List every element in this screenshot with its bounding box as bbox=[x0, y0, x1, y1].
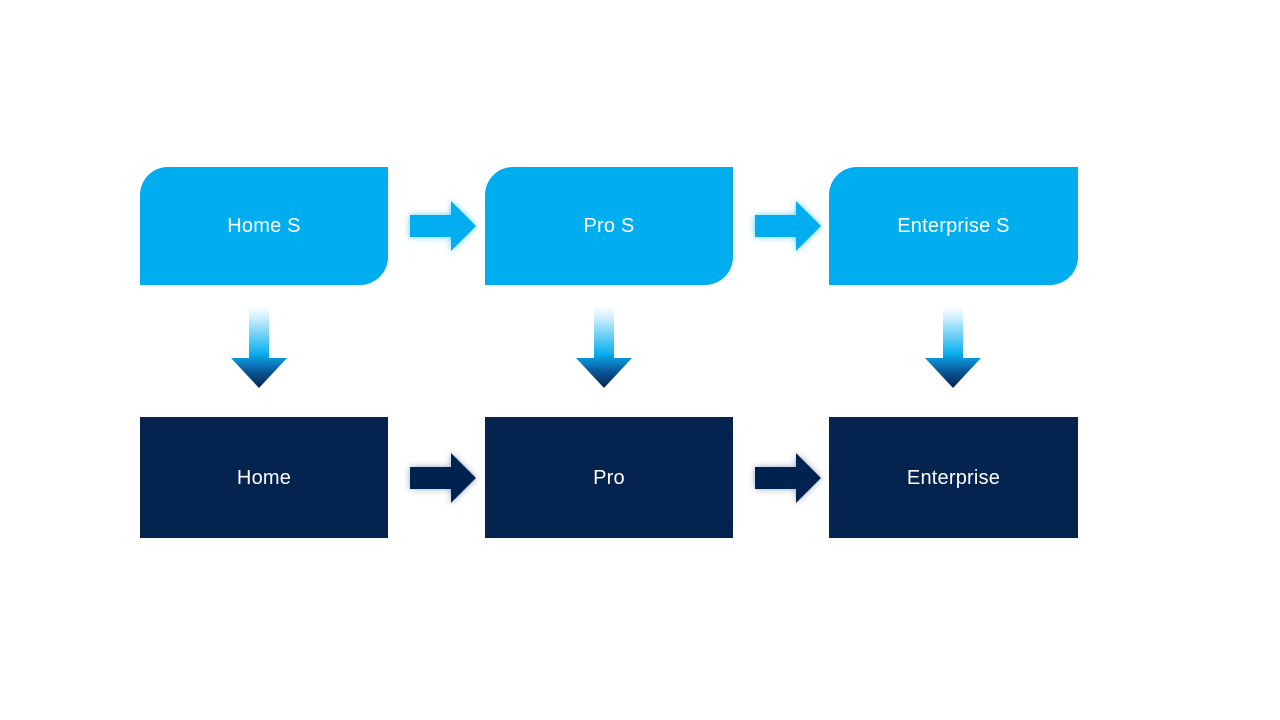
node-home-s[interactable]: Home S bbox=[140, 167, 388, 285]
node-home[interactable]: Home bbox=[140, 417, 388, 538]
arrow-down-icon-home-s-to-home bbox=[227, 306, 291, 390]
node-home-label: Home bbox=[236, 466, 292, 489]
node-pro-s[interactable]: Pro S bbox=[485, 167, 733, 285]
arrow-right-icon-home-s-to-pro-s bbox=[406, 198, 480, 254]
node-enterprise-label: Enterprise bbox=[906, 466, 1001, 489]
arrow-right-icon-home-to-pro bbox=[406, 450, 480, 506]
arrow-down-icon-pro-s-to-pro bbox=[572, 306, 636, 390]
node-home-s-label: Home S bbox=[227, 215, 301, 237]
node-pro-s-label: Pro S bbox=[583, 215, 635, 237]
node-enterprise-s-label: Enterprise S bbox=[897, 215, 1010, 237]
node-enterprise[interactable]: Enterprise bbox=[829, 417, 1078, 538]
node-pro-label: Pro bbox=[593, 466, 625, 489]
arrow-right-icon-pro-s-to-enterprise-s bbox=[751, 198, 825, 254]
arrow-right-icon-pro-to-enterprise bbox=[751, 450, 825, 506]
node-enterprise-s[interactable]: Enterprise S bbox=[829, 167, 1078, 285]
arrow-down-icon-enterprise-s-to-enterprise bbox=[921, 306, 985, 390]
node-pro[interactable]: Pro bbox=[485, 417, 733, 538]
